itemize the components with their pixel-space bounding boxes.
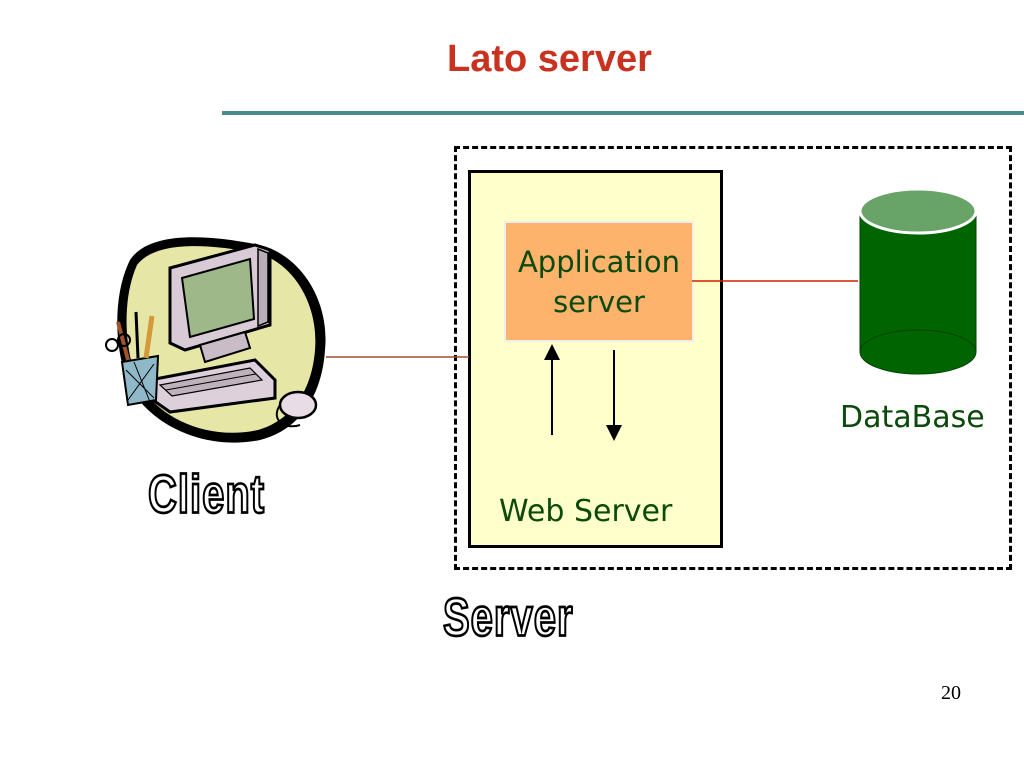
server-label: Server [442, 587, 574, 649]
web-server-label: Web Server [499, 494, 673, 529]
slide-title: Lato server [447, 38, 652, 80]
server-boundary [454, 146, 1012, 570]
page-number: 20 [941, 682, 961, 704]
cylinder-database-icon [858, 187, 978, 375]
computer-clipart-icon [105, 237, 326, 443]
title-divider [222, 111, 1024, 115]
client-label: Client [147, 464, 266, 526]
database-label: DataBase [840, 400, 985, 435]
application-server-label: Application server [517, 244, 681, 319]
